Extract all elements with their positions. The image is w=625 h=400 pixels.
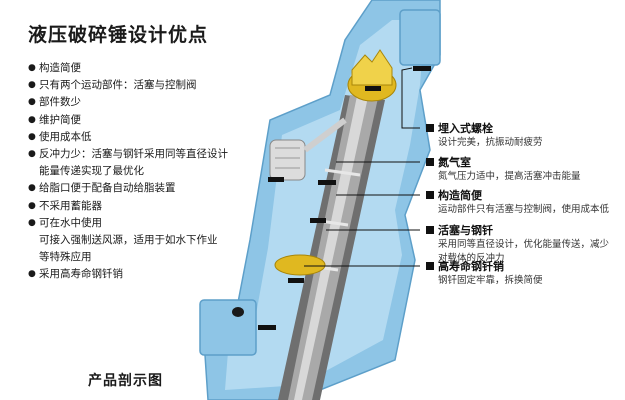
advantage-item: ●给脂口便于配备自动给脂装置 — [28, 180, 238, 197]
advantage-item: ●反冲力少：活塞与钢钎采用同等直径设计能量传递实现了最优化 — [28, 146, 238, 180]
advantage-text: 不采用蓄能器 — [39, 199, 102, 212]
bullet-icon: ● — [28, 183, 36, 194]
advantage-text-cont: 可接入强制送风源，适用于如水下作业 — [39, 234, 218, 247]
callout-piston-chisel: 活塞与钢钎 采用同等直径设计，优化能量传送，减少 对载体的反冲力 — [426, 223, 625, 265]
callout-desc: 对载体的反冲力 — [438, 252, 505, 264]
advantage-text-cont: 等特殊应用 — [39, 251, 92, 264]
advantages-list: ●构造简便 ●只有两个运动部件：活塞与控制阀 ●部件数少 ●维护简便 ●使用成本… — [28, 60, 238, 284]
advantage-text: 使用成本低 — [39, 130, 92, 143]
advantage-text: 反冲力少：活塞与钢钎采用同等直径设计 — [39, 148, 228, 161]
square-bullet-icon — [426, 226, 434, 234]
callout-embedded-bolt: 埋入式螺栓 设计完美，抗振动耐疲劳 — [426, 121, 625, 150]
callout-desc: 钢钎固定牢靠，拆换简便 — [438, 275, 543, 286]
bullet-icon: ● — [28, 114, 36, 125]
callout-title-text: 埋入式螺栓 — [438, 122, 493, 135]
callout-title: 氮气室 — [426, 155, 625, 170]
advantage-text: 可在水中使用 — [39, 216, 102, 229]
advantage-text: 采用高寿命钢钎销 — [39, 268, 123, 281]
marker-bar — [413, 66, 431, 71]
marker-bar — [365, 86, 381, 91]
advantage-item: ●维护简便 — [28, 112, 238, 129]
marker-bar — [318, 180, 336, 185]
bullet-icon: ● — [28, 200, 36, 211]
callout-title: 埋入式螺栓 — [426, 121, 625, 136]
callout-desc: 设计完美，抗振动耐疲劳 — [438, 137, 543, 148]
advantage-text: 给脂口便于配备自动给脂装置 — [39, 182, 176, 195]
callout-title-text: 构造简便 — [438, 189, 482, 202]
bullet-icon: ● — [28, 97, 36, 108]
control-valve — [269, 117, 347, 181]
square-bullet-icon — [426, 124, 434, 132]
callout-desc: 运动部件只有活塞与控制阀，使用成本低 — [438, 204, 610, 215]
callout-desc: 采用同等直径设计，优化能量传送，减少 — [438, 239, 610, 250]
advantage-text: 只有两个运动部件：活塞与控制阀 — [39, 79, 197, 92]
marker-bar — [288, 278, 304, 283]
valve-pipe — [303, 117, 347, 153]
bullet-icon: ● — [28, 80, 36, 91]
advantage-item: ●部件数少 — [28, 94, 238, 111]
callout-nitrogen-chamber: 氮气室 氮气压力适中，提高活塞冲击能量 — [426, 155, 625, 184]
callout-title-text: 活塞与钢钎 — [438, 224, 493, 237]
callout-chisel-pin: 高寿命钢钎销 钢钎固定牢靠，拆换简便 — [426, 259, 625, 288]
bullet-icon: ● — [28, 131, 36, 142]
callout-title-text: 高寿命钢钎销 — [438, 260, 504, 273]
bullet-icon: ● — [28, 217, 36, 228]
brass-band — [274, 254, 326, 276]
marker-bar — [268, 177, 284, 182]
advantage-item: ●可在水中使用可接入强制送风源，适用于如水下作业等特殊应用 — [28, 215, 238, 267]
advantage-item: ●采用高寿命钢钎销 — [28, 266, 238, 283]
square-bullet-icon — [426, 158, 434, 166]
advantage-text: 部件数少 — [39, 96, 81, 109]
marker-bar — [258, 325, 276, 330]
callout-desc: 氮气压力适中，提高活塞冲击能量 — [438, 171, 581, 182]
grease-port — [232, 307, 244, 317]
bullet-icon: ● — [28, 149, 36, 160]
cap-top — [351, 49, 393, 86]
nitrogen-cap — [347, 49, 397, 102]
diagram-caption: 产品剖示图 — [88, 373, 163, 389]
marker-bar — [310, 218, 326, 223]
advantage-item: ●不采用蓄能器 — [28, 198, 238, 215]
bullet-icon: ● — [28, 269, 36, 280]
bullet-icon: ● — [28, 63, 36, 73]
tube-ring — [324, 168, 361, 177]
square-bullet-icon — [426, 262, 434, 270]
advantage-item: ●构造简便 — [28, 60, 238, 77]
housing-upper-block — [399, 9, 441, 66]
advantage-text-cont: 能量传递实现了最优化 — [39, 165, 144, 178]
advantage-item: ●使用成本低 — [28, 129, 238, 146]
callout-title: 构造简便 — [426, 188, 625, 203]
inner-tube — [278, 95, 385, 400]
advantage-item: ●只有两个运动部件：活塞与控制阀 — [28, 77, 238, 94]
callout-simple-structure: 构造简便 运动部件只有活塞与控制阀，使用成本低 — [426, 188, 625, 217]
leader-lines — [304, 67, 420, 267]
callout-title: 活塞与钢钎 — [426, 223, 625, 238]
callout-title: 高寿命钢钎销 — [426, 259, 625, 274]
page-title: 液压破碎锤设计优点 — [28, 24, 209, 46]
square-bullet-icon — [426, 191, 434, 199]
callout-title-text: 氮气室 — [438, 156, 471, 169]
advantage-text: 维护简便 — [39, 113, 81, 126]
housing-lower-block — [199, 299, 257, 356]
leader-line — [401, 67, 420, 129]
advantage-text: 构造简便 — [39, 62, 81, 74]
valve-body — [269, 139, 306, 181]
